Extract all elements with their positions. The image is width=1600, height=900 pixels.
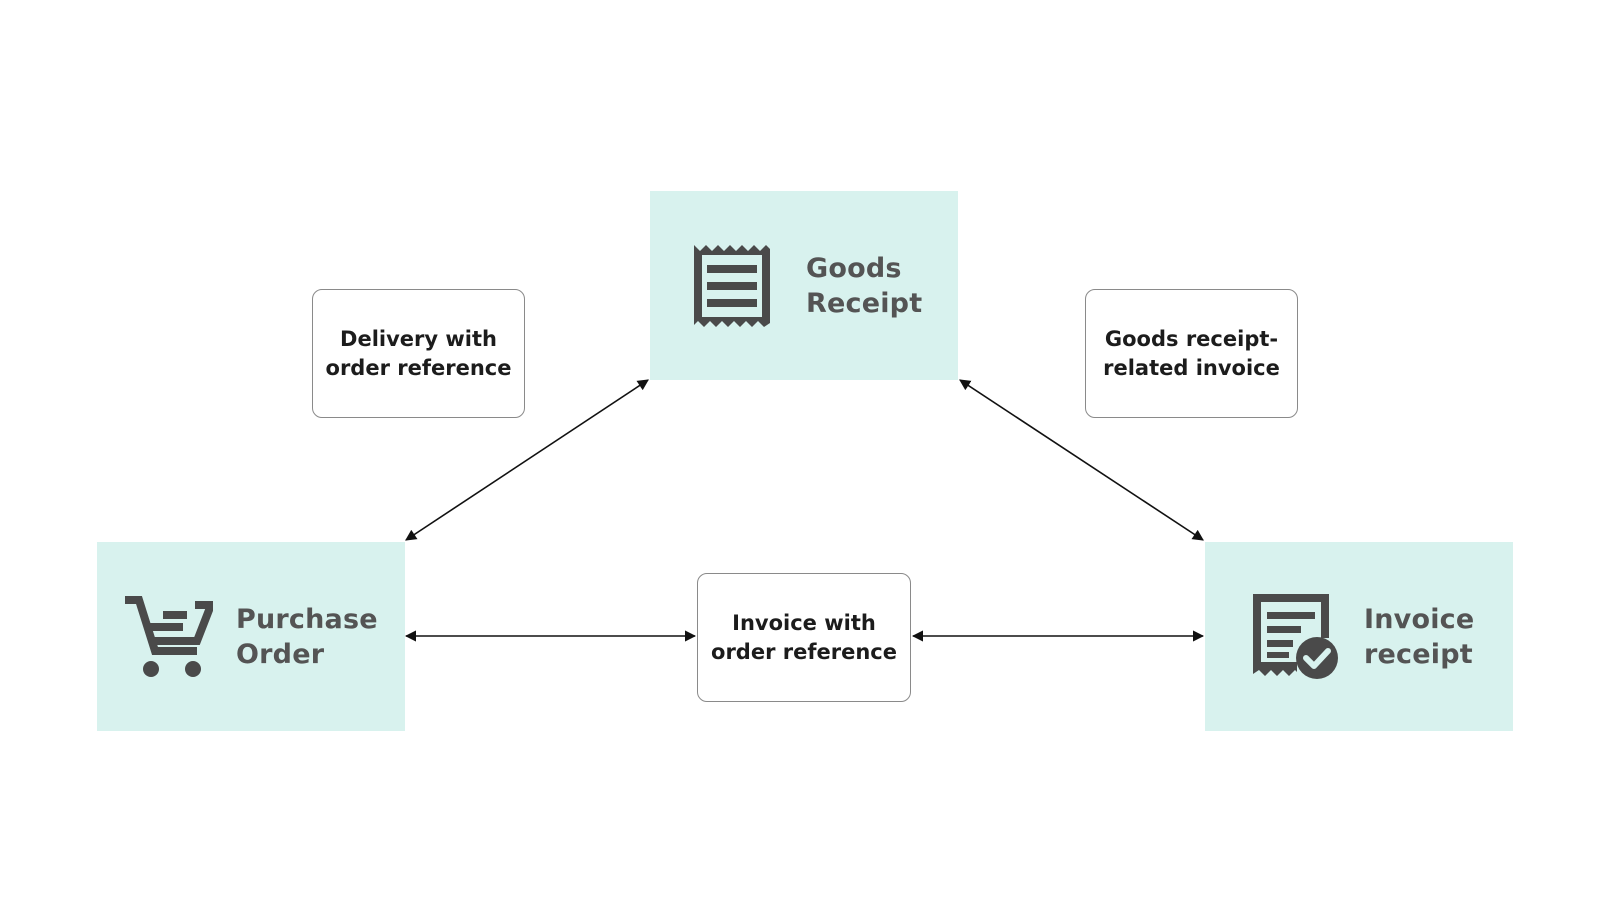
connector-goods-to-invoice <box>959 379 1204 541</box>
goods-receipt-label-line1: Goods <box>806 252 902 284</box>
purchase-order-label-line2: Order <box>236 638 325 670</box>
connector-purchase-to-goods <box>405 379 649 541</box>
goods-receipt-label-line2: Receipt <box>806 287 923 319</box>
goods-receipt-invoice-edge-label-line1: Goods receipt- <box>1104 326 1279 351</box>
invoice-receipt-label-line1: Invoice <box>1364 603 1475 635</box>
invoice-receipt-label: Invoice receipt <box>1364 602 1474 672</box>
invoice-reference-edge-label: Invoice with order reference <box>697 573 911 702</box>
receipt-icon <box>694 244 770 327</box>
delivery-edge-label-line2: order reference <box>325 355 512 380</box>
shopping-cart-icon <box>125 595 213 679</box>
goods-receipt-invoice-edge-label-line2: related invoice <box>1103 355 1280 380</box>
invoice-reference-edge-label-line1: Invoice with <box>732 610 876 635</box>
invoice-check-icon <box>1253 593 1339 680</box>
delivery-edge-label: Delivery with order reference <box>312 289 525 418</box>
purchase-order-label: Purchase Order <box>236 602 378 672</box>
invoice-reference-edge-label-line2: order reference <box>711 639 897 664</box>
purchase-order-node: Purchase Order <box>97 542 405 731</box>
goods-receipt-invoice-edge-label: Goods receipt- related invoice <box>1085 289 1298 418</box>
goods-receipt-node: Goods Receipt <box>650 191 958 380</box>
goods-receipt-label: Goods Receipt <box>806 251 922 321</box>
delivery-edge-label-line1: Delivery with <box>340 326 497 351</box>
invoice-receipt-label-line2: receipt <box>1364 638 1473 670</box>
invoice-receipt-node: Invoice receipt <box>1205 542 1513 731</box>
purchase-order-label-line1: Purchase <box>236 603 378 635</box>
